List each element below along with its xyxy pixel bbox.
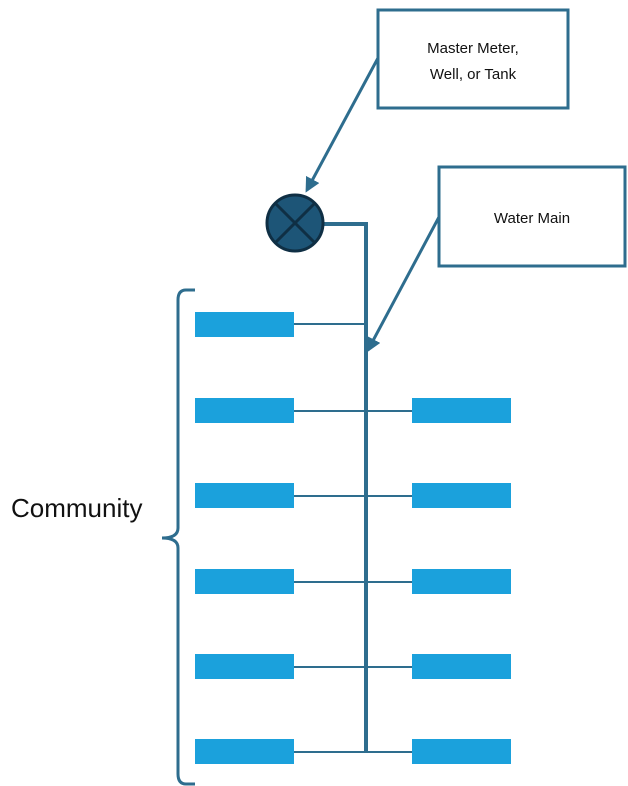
branch-row-6	[195, 739, 511, 764]
main-callout: Water Main	[437, 165, 627, 268]
house-left-4	[195, 569, 294, 594]
main-callout-box	[437, 165, 627, 268]
house-right-3	[412, 483, 511, 508]
community-brace	[161, 288, 195, 786]
house-left-2	[195, 398, 294, 423]
branch-row-1	[195, 312, 366, 337]
source-pointer-arrow	[305, 57, 380, 193]
branch-row-4	[195, 569, 511, 594]
house-right-6	[412, 739, 511, 764]
branch-row-2	[195, 398, 511, 423]
house-right-4	[412, 569, 511, 594]
water-main-pipe	[318, 222, 368, 752]
main-pointer-arrow	[366, 216, 441, 353]
source-callout-line2: Well, or Tank	[430, 66, 517, 83]
branch-row-5	[195, 654, 511, 679]
community-label: Community	[11, 493, 142, 523]
house-left-6	[195, 739, 294, 764]
branch-row-3	[195, 483, 511, 508]
house-left-1	[195, 312, 294, 337]
house-left-3	[195, 483, 294, 508]
meter-x-circle-icon	[265, 193, 325, 253]
house-left-5	[195, 654, 294, 679]
source-callout-box	[376, 8, 570, 110]
house-right-5	[412, 654, 511, 679]
main-callout-text: Water Main	[494, 210, 570, 227]
house-right-2	[412, 398, 511, 423]
source-callout-line1: Master Meter,	[427, 40, 519, 57]
source-callout: Master Meter, Well, or Tank	[376, 8, 570, 110]
